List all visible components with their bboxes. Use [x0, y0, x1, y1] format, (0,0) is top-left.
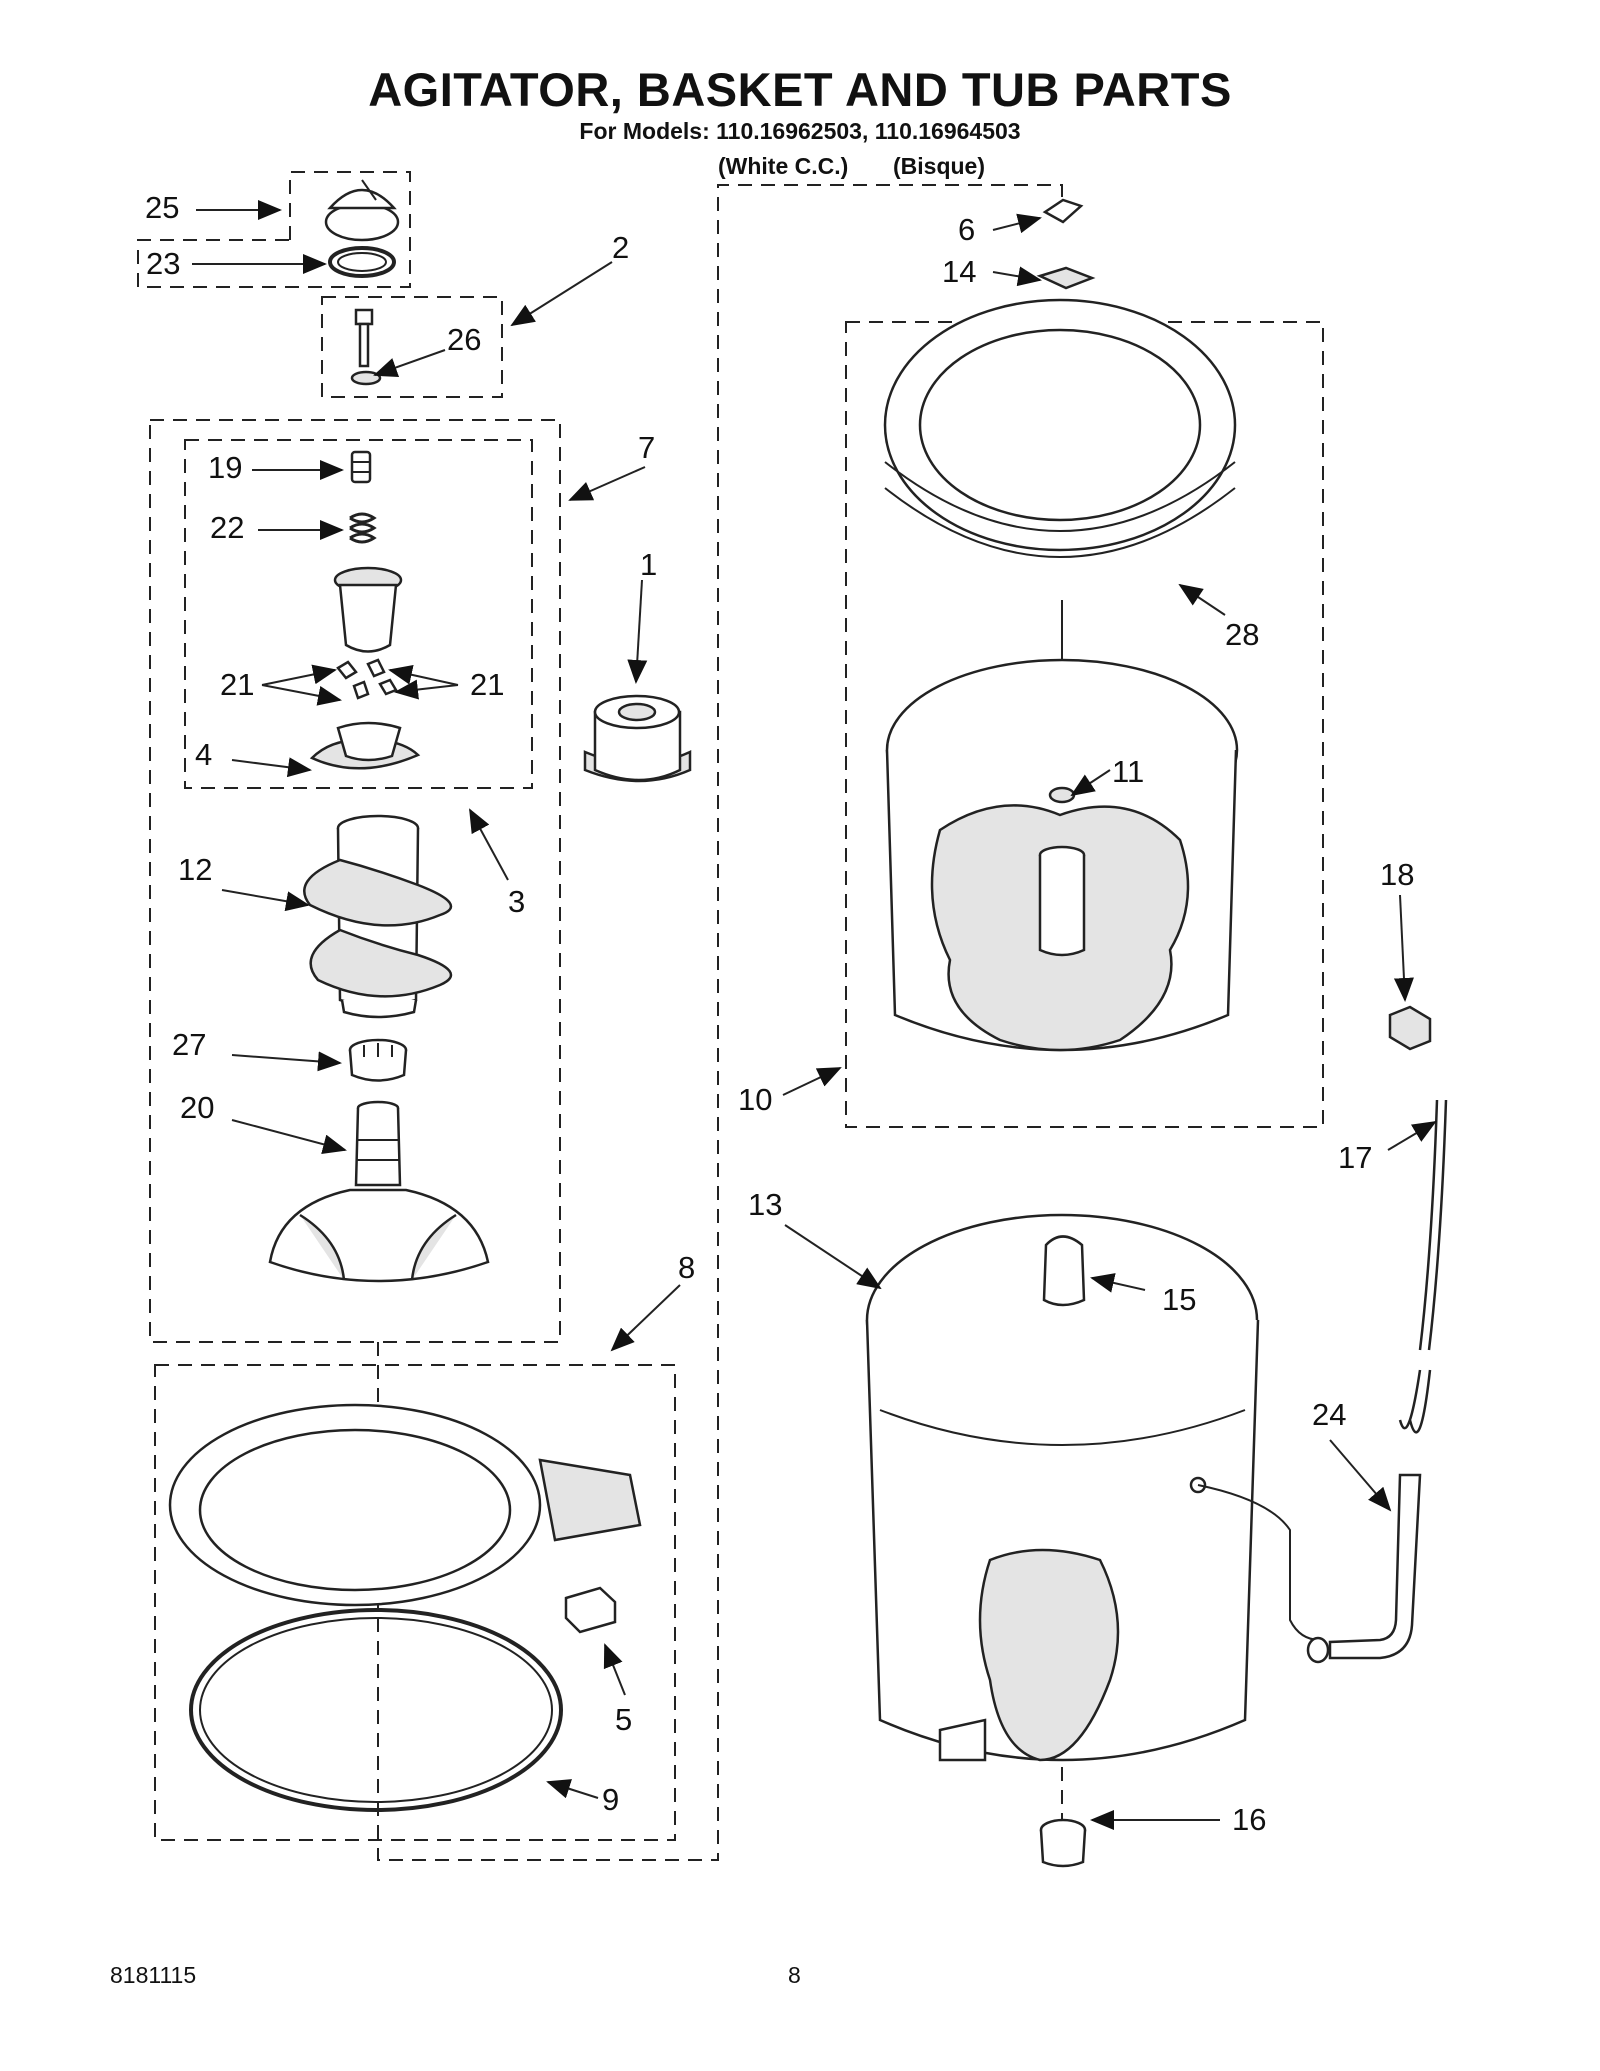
page-title: AGITATOR, BASKET AND TUB PARTS: [368, 63, 1232, 116]
callout-22: 22: [210, 510, 244, 545]
callout-10: 10: [738, 1082, 772, 1117]
seal-ring-part: [328, 246, 396, 278]
callout-9: 9: [602, 1782, 619, 1817]
assembly-reference-line: [377, 184, 1063, 1861]
callout-28: 28: [1225, 617, 1259, 652]
callout-27: 27: [172, 1027, 206, 1062]
variant-white-label: (White C.C.): [718, 153, 849, 179]
callout-5: 5: [615, 1702, 632, 1737]
lid-switch-part: [564, 1586, 617, 1634]
pressure-tube-part: [1306, 1473, 1422, 1664]
group-box-3: [184, 439, 533, 789]
group-box-8: [154, 1364, 676, 1841]
auger-part: [303, 814, 453, 1019]
drive-bell-part: [348, 1038, 408, 1082]
dog-pieces-part: [336, 658, 398, 700]
callout-23: 23: [146, 246, 180, 281]
callout-2: 2: [612, 230, 629, 265]
callout-7: 7: [638, 430, 655, 465]
callout-17: 17: [1338, 1140, 1372, 1175]
callout-13: 13: [748, 1187, 782, 1222]
seal-ring-inner: [337, 252, 387, 272]
callout-1: 1: [640, 547, 657, 582]
callout-6: 6: [958, 212, 975, 247]
callout-21-left: 21: [220, 667, 254, 702]
callout-16: 16: [1232, 1802, 1266, 1837]
tub-ring-part: [168, 1403, 642, 1607]
agitator-bolt-part: [350, 308, 382, 386]
drain-grommet-part: [1039, 1818, 1087, 1868]
tub-seal-part: [189, 1608, 563, 1812]
agitator-dog-part: [350, 450, 372, 484]
document-number: 8181115: [110, 1962, 197, 1988]
callout-arrows: [192, 200, 1437, 1830]
outer-tub-part: [865, 1213, 1321, 1762]
fitting-part-15: [1042, 1235, 1086, 1307]
callout-25: 25: [145, 190, 179, 225]
wash-basket-part: [885, 658, 1239, 1052]
bushing-part: [583, 694, 692, 783]
callout-24: 24: [1312, 1397, 1346, 1432]
callout-26: 26: [447, 322, 481, 357]
variant-bisque-label: (Bisque): [893, 153, 985, 179]
hose-clip-part: [1388, 1005, 1432, 1051]
callout-12: 12: [178, 852, 212, 887]
callout-20: 20: [180, 1090, 214, 1125]
callout-3: 3: [508, 884, 525, 919]
balance-ring-part: [883, 298, 1237, 558]
callout-18: 18: [1380, 857, 1414, 892]
group-box-25: [137, 171, 411, 288]
callout-14: 14: [942, 254, 976, 289]
model-numbers: For Models: 110.16962503, 110.16964503: [579, 118, 1021, 144]
callout-21-right: 21: [470, 667, 504, 702]
cam-housing-part: [309, 721, 421, 770]
callout-4: 4: [195, 737, 212, 772]
clip-part-14: [1036, 266, 1096, 290]
hose-part: [1398, 1099, 1448, 1434]
callout-15: 15: [1162, 1282, 1196, 1317]
cam-part: [333, 566, 403, 653]
callout-8: 8: [678, 1250, 695, 1285]
agitator-cap-part: [324, 179, 400, 242]
page-number: 8: [788, 1962, 801, 1988]
group-box-2: [321, 296, 503, 398]
spring-part: [349, 512, 377, 544]
clip-part-6: [1042, 198, 1084, 224]
callout-19: 19: [208, 450, 242, 485]
agitator-base-part: [268, 1100, 490, 1283]
callout-11: 11: [1112, 754, 1144, 789]
